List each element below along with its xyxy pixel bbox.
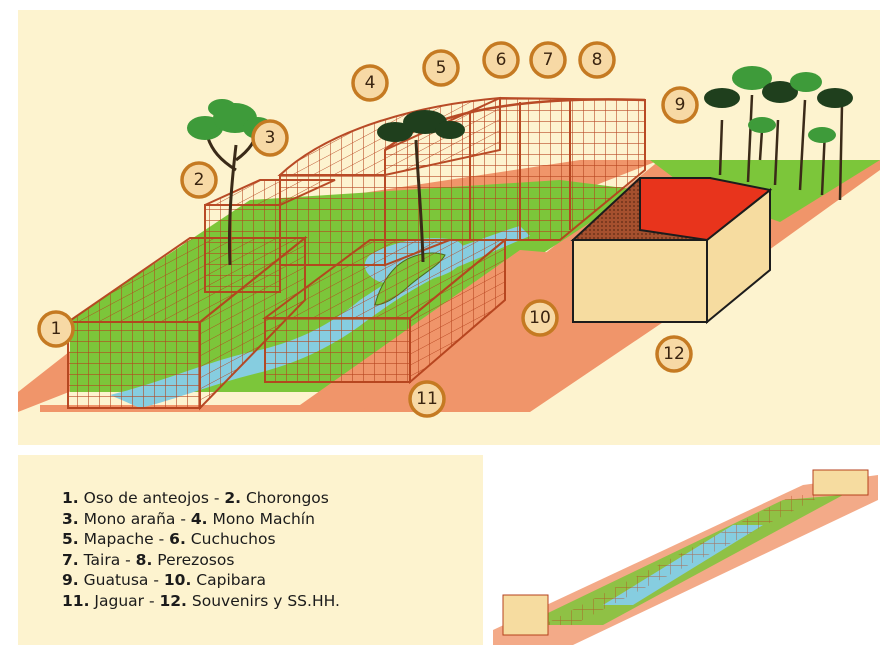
marker-8: 8 bbox=[578, 41, 616, 79]
enclosure-cages bbox=[64, 96, 646, 411]
marker-label: 10 bbox=[529, 308, 551, 328]
marker-6: 6 bbox=[482, 41, 520, 79]
path-strip bbox=[40, 250, 580, 412]
legend-row: 9. Guatusa - 10. Capibara bbox=[62, 571, 266, 590]
tree-group-right-canopy bbox=[704, 66, 853, 143]
marker-4: 4 bbox=[351, 64, 389, 102]
overview-thumbnail bbox=[493, 469, 878, 645]
marker-5: 5 bbox=[422, 49, 460, 87]
tree-group-right bbox=[718, 94, 844, 201]
marker-label: 1 bbox=[51, 319, 62, 339]
legend-row: 1. Oso de anteojos - 2. Chorongos bbox=[62, 489, 329, 507]
marker-2: 2 bbox=[180, 161, 218, 199]
tree-center-canopy bbox=[377, 110, 465, 142]
tree-center bbox=[414, 139, 425, 263]
legend-row: 3. Mono araña - 4. Mono Machín bbox=[62, 509, 315, 528]
marker-11: 11 bbox=[408, 380, 446, 418]
legend-row: 5. Mapache - 6. Cuchuchos bbox=[62, 530, 276, 549]
marker-label: 7 bbox=[543, 50, 554, 70]
marker-label: 4 bbox=[365, 73, 376, 93]
legend-row: 11. Jaguar - 12. Souvenirs y SS.HH. bbox=[62, 591, 340, 610]
marker-label: 8 bbox=[592, 50, 603, 70]
marker-7: 7 bbox=[529, 41, 567, 79]
marker-12: 12 bbox=[655, 335, 693, 373]
legend: 1. Oso de anteojos - 2. Chorongos 3. Mon… bbox=[62, 488, 472, 612]
marker-3: 3 bbox=[251, 119, 289, 157]
marker-label: 6 bbox=[496, 50, 507, 70]
marker-1: 1 bbox=[37, 310, 75, 348]
legend-row: 7. Taira - 8. Perezosos bbox=[62, 550, 235, 569]
marker-label: 12 bbox=[663, 344, 685, 364]
legend-panel bbox=[18, 455, 483, 645]
marker-9: 9 bbox=[661, 86, 699, 124]
marker-label: 2 bbox=[194, 170, 205, 190]
marker-label: 9 bbox=[675, 95, 686, 115]
marker-label: 3 bbox=[265, 128, 276, 148]
souvenir-building bbox=[570, 177, 773, 325]
marker-label: 11 bbox=[416, 389, 438, 409]
marker-label: 5 bbox=[436, 58, 447, 78]
marker-10: 10 bbox=[521, 299, 559, 337]
